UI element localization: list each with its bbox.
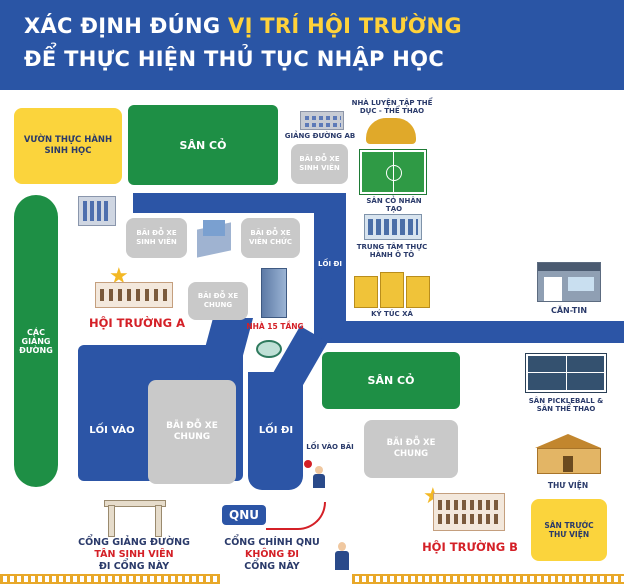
cac-giang-duong: CÁC GIẢNG ĐƯỜNG	[14, 195, 58, 487]
gate-arch	[266, 502, 326, 530]
ky-tuc-xa-label: KÝ TÚC XÁ	[371, 310, 413, 318]
cong-giang-duong-line3: ĐI CỔNG NÀY	[98, 561, 170, 572]
road-top-horizontal	[133, 193, 345, 213]
hoi-truong-b-label: HỘI TRƯỜNG B	[422, 540, 518, 554]
fountain-icon	[256, 340, 282, 358]
title-highlight: VỊ TRÍ HỘI TRƯỜNG	[228, 14, 462, 38]
bai-do-xe-chung-large: BÃI ĐỖ XE CHUNG	[148, 380, 236, 484]
nha-15-tang-building	[261, 268, 287, 318]
loi-vao-label: LỐI VÀO	[89, 425, 135, 436]
title-line-1: XÁC ĐỊNH ĐÚNG VỊ TRÍ HỘI TRƯỜNG	[24, 14, 462, 38]
guard-icon-lower	[312, 466, 326, 488]
trung-tam-oto-building	[364, 214, 422, 240]
giang-duong-ab-building	[300, 111, 344, 130]
nha-15-tang-label: NHÀ 15 TẦNG	[246, 322, 304, 331]
cong-chinh-line1: CỔNG CHÍNH QNU	[224, 537, 320, 548]
thu-vien-building	[535, 434, 601, 474]
ky-tuc-xa-buildings	[354, 270, 430, 308]
header-banner	[0, 0, 624, 90]
pickleball-label: SÂN PICKLEBALL & SÂN THỂ THAO	[528, 397, 604, 414]
guard-icon-gate	[334, 542, 350, 570]
pickleball-court	[525, 353, 607, 393]
fence-bottom-right	[352, 574, 624, 584]
cong-giang-duong-line1: CỔNG GIẢNG ĐƯỜNG	[78, 537, 190, 548]
can-tin-label: CĂN-TIN	[550, 306, 588, 315]
hoi-truong-a-building	[95, 282, 173, 308]
bai-do-xe-sinh-vien: BÃI ĐỖ XE SINH VIÊN	[126, 218, 187, 258]
loi-di-upper: LỐI ĐI	[318, 260, 342, 268]
san-co-nhan-tao-label: SÂN CỎ NHÂN TẠO	[366, 197, 422, 214]
stop-sign-icon	[304, 460, 312, 468]
bai-do-xe-chung-small: BÃI ĐỖ XE CHUNG	[188, 282, 248, 320]
loi-di-lower: LỐI ĐI	[258, 425, 294, 436]
road-lower-main	[248, 372, 303, 490]
nha-luyen-tap-building	[366, 118, 416, 144]
hoi-truong-b-building	[433, 493, 505, 531]
san-co-mid: SÂN CỎ	[322, 352, 460, 409]
vuon-thuc-hanh-sinh-hoc: VƯỜN THỰC HÀNH SINH HỌC	[14, 108, 122, 184]
soccer-field	[359, 149, 427, 195]
road-right-horizontal	[314, 321, 624, 343]
cong-chinh-line3: CỔNG NÀY	[244, 561, 300, 572]
bai-do-xe-chung-right: BÃI ĐỖ XE CHUNG	[364, 420, 458, 478]
hoi-truong-a-label: HỘI TRƯỜNG A	[88, 316, 185, 330]
san-co-top: SÂN CỎ	[128, 105, 278, 185]
cong-giang-duong-gate	[104, 500, 166, 537]
thu-vien-label: THƯ VIỆN	[547, 481, 589, 490]
qnu-logo-gate: QNU	[222, 505, 266, 525]
small-building-left	[78, 196, 116, 226]
title-line-2: ĐỂ THỰC HIỆN THỦ TỤC NHẬP HỌC	[24, 47, 445, 71]
can-tin-building	[537, 262, 601, 302]
san-truoc-thu-vien: SÂN TRƯỚC THƯ VIỆN	[531, 499, 607, 561]
trung-tam-oto-label: TRUNG TÂM THỰC HÀNH Ô TÔ	[356, 243, 428, 260]
bai-do-xe-sinh-vien-top: BÃI ĐỖ XE SINH VIÊN	[291, 144, 348, 184]
fence-bottom-left	[0, 574, 220, 584]
road-upper-vertical	[314, 193, 346, 343]
giang-duong-ab-label: GIẢNG ĐƯỜNG AB	[284, 132, 356, 140]
cong-giang-duong-line2: TÂN SINH VIÊN	[94, 549, 174, 560]
loi-vao-bai-label: LỐI VÀO BÃI	[306, 443, 354, 451]
bai-do-xe-vien-chuc: BÃI ĐỖ XE VIÊN CHỨC	[241, 218, 300, 258]
cong-chinh-line2: KHÔNG ĐI	[245, 549, 299, 560]
building-3d-center	[193, 218, 235, 258]
nha-luyen-tap-label: NHÀ LUYỆN TẬP THỂ DỤC - THỂ THAO	[351, 99, 433, 116]
